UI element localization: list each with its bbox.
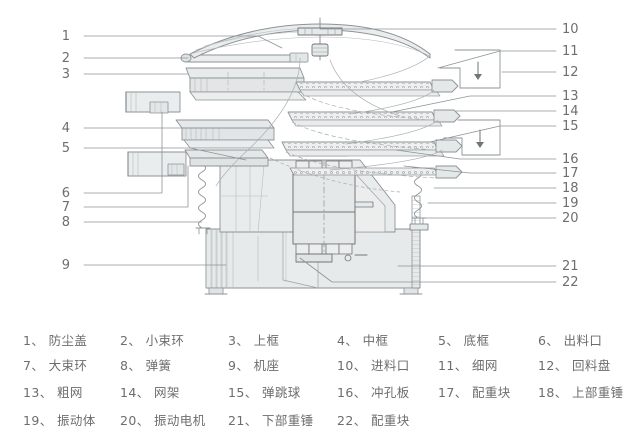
vibration-motor bbox=[292, 143, 374, 263]
machine-cutaway-drawing: 1 2 3 4 5 6 7 8 9 10 11 12 13 14 15 16 1… bbox=[62, 17, 579, 295]
callout-4: 4 bbox=[62, 121, 70, 136]
leader-lines-right bbox=[299, 28, 557, 283]
legend-item-18: 18、 上部重锤 bbox=[538, 385, 624, 400]
dust-cover bbox=[189, 23, 431, 59]
screen-deck-fine bbox=[295, 79, 459, 97]
legend-item-13: 13、 粗网 bbox=[23, 385, 83, 400]
callout-21: 21 bbox=[562, 259, 579, 274]
callout-1: 1 bbox=[62, 29, 70, 44]
legend-item-4: 4、 中框 bbox=[337, 333, 389, 348]
callout-10: 10 bbox=[562, 22, 579, 37]
lower-counterweight bbox=[295, 243, 353, 263]
legend-item-8: 8、 弹簧 bbox=[120, 358, 172, 373]
small-clamp-ring bbox=[180, 52, 309, 63]
callout-8: 8 bbox=[62, 215, 70, 230]
bottom-frame bbox=[127, 149, 269, 177]
legend-item-12: 12、 回料盘 bbox=[538, 358, 611, 373]
discharge-outlet-mid bbox=[125, 91, 181, 114]
leader-lines-left bbox=[83, 35, 283, 266]
spring-left bbox=[195, 161, 211, 235]
legend-item-20: 20、 振动电机 bbox=[120, 413, 206, 428]
legend-item-7: 7、 大束环 bbox=[23, 358, 88, 373]
callout-numbers-right: 10 11 12 13 14 15 16 17 18 19 20 21 22 bbox=[562, 22, 579, 290]
callout-22: 22 bbox=[562, 275, 579, 290]
legend-item-17: 17、 配重块 bbox=[438, 385, 511, 400]
callout-18: 18 bbox=[562, 181, 579, 196]
legend-item-1: 1、 防尘盖 bbox=[23, 333, 88, 348]
legend-item-10: 10、 进料口 bbox=[337, 358, 410, 373]
feed-inlet bbox=[297, 17, 343, 61]
legend-item-21: 21、 下部重锤 bbox=[228, 413, 314, 428]
callout-17: 17 bbox=[562, 166, 579, 181]
parts-legend: 1、 防尘盖 2、 小束环 3、 上框 4、 中框 5、 底框 6、 出料口 7、 大束环 8… bbox=[0, 305, 640, 435]
callout-15: 15 bbox=[562, 119, 579, 134]
legend-item-14: 14、 网架 bbox=[120, 385, 180, 400]
callout-numbers-left: 1 2 3 4 5 6 7 8 9 bbox=[62, 29, 70, 273]
legend-item-9: 9、 机座 bbox=[228, 358, 280, 373]
upper-frame bbox=[185, 67, 307, 101]
legend-item-6: 6、 出料口 bbox=[538, 333, 603, 348]
callout-14: 14 bbox=[562, 104, 579, 119]
legend-item-15: 15、 弹跳球 bbox=[228, 385, 301, 400]
callout-9: 9 bbox=[62, 258, 70, 273]
legend-item-2: 2、 小束环 bbox=[120, 333, 185, 348]
callout-2: 2 bbox=[62, 51, 70, 66]
legend-item-3: 3、 上框 bbox=[228, 333, 280, 348]
return-pan-upper bbox=[439, 49, 501, 89]
legend-item-11: 11、 细网 bbox=[438, 358, 498, 373]
legend-item-22: 22、 配重块 bbox=[337, 413, 410, 428]
return-pan-lower bbox=[443, 119, 501, 156]
legend-item-16: 16、 冲孔板 bbox=[337, 385, 410, 400]
callout-13: 13 bbox=[562, 89, 579, 104]
middle-frame bbox=[175, 119, 275, 149]
callout-5: 5 bbox=[62, 141, 70, 156]
callout-7: 7 bbox=[62, 200, 70, 215]
callout-19: 19 bbox=[562, 196, 579, 211]
legend-item-19: 19、 振动体 bbox=[23, 413, 96, 428]
callout-12: 12 bbox=[562, 65, 579, 80]
callout-3: 3 bbox=[62, 67, 70, 82]
callout-16: 16 bbox=[562, 152, 579, 167]
callout-20: 20 bbox=[562, 211, 579, 226]
callout-6: 6 bbox=[62, 186, 70, 201]
screen-deck-coarse bbox=[287, 109, 461, 127]
section-cut-contours bbox=[215, 55, 443, 193]
callout-11: 11 bbox=[562, 44, 579, 59]
legend-item-5: 5、 底框 bbox=[438, 333, 490, 348]
